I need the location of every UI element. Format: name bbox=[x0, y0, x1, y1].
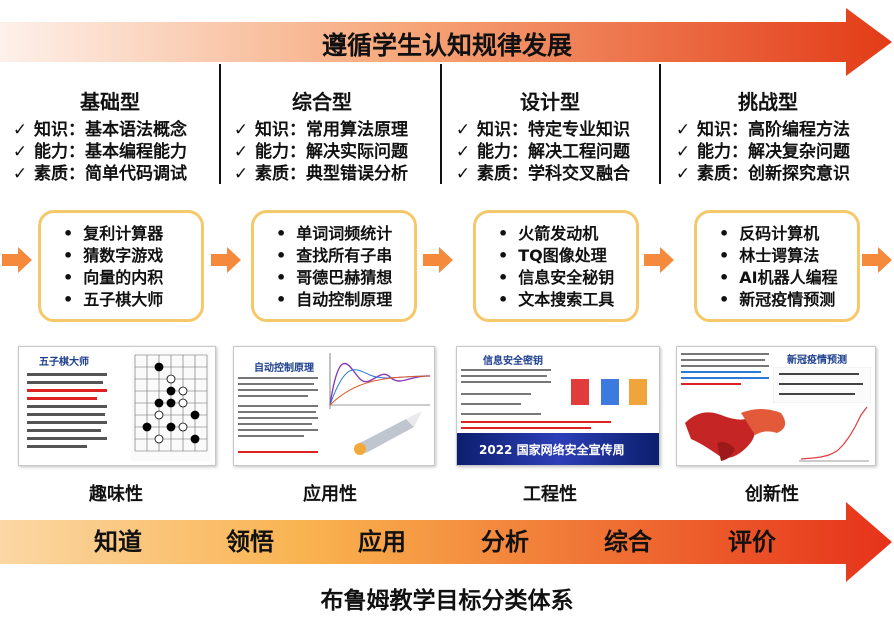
trait-label: 创新性 bbox=[745, 484, 799, 505]
example-item: 猜数字游戏 bbox=[63, 245, 197, 267]
examples-box-design: 火箭发动机 TQ图像处理 信息安全秘钥 文本搜索工具 bbox=[473, 210, 639, 322]
example-item: AI机器人编程 bbox=[719, 267, 853, 289]
formula-graphic bbox=[773, 367, 871, 403]
example-item: 火箭发动机 bbox=[498, 223, 632, 245]
thumbnail-title: 五子棋大师 bbox=[39, 357, 89, 368]
thumbnail-title: 新冠疫情预测 bbox=[787, 355, 847, 366]
check-icon: ✓ bbox=[12, 142, 28, 162]
column-divider bbox=[440, 64, 442, 184]
bloom-stage: 分析 bbox=[481, 528, 529, 556]
thumbnail-gomoku: 五子棋大师 bbox=[18, 346, 216, 466]
check-icon: ✓ bbox=[675, 164, 691, 184]
example-item: 向量的内积 bbox=[63, 267, 197, 289]
bloom-stage: 综合 bbox=[604, 528, 652, 556]
column-points-comprehensive: ✓知识：常用算法原理 ✓能力：解决实际问题 ✓素质：典型错误分析 bbox=[233, 120, 408, 184]
text-lines-graphic bbox=[238, 377, 318, 453]
banner-text: 2022 国家网络安全宣传周 bbox=[479, 443, 625, 457]
header-title: 遵循学生认知规律发展 bbox=[321, 31, 572, 60]
arrow-right-icon bbox=[423, 247, 453, 273]
check-icon: ✓ bbox=[675, 142, 691, 162]
column-points-basic: ✓知识：基本语法概念 ✓能力：基本编程能力 ✓素质：简单代码调试 bbox=[12, 120, 187, 184]
thumbnail-title: 信息安全密钥 bbox=[483, 356, 543, 367]
example-item: 复利计算器 bbox=[63, 223, 197, 245]
bottom-progress-arrow bbox=[0, 502, 892, 582]
check-icon: ✓ bbox=[233, 142, 249, 162]
check-icon: ✓ bbox=[455, 142, 471, 162]
thumbnail-title: 自动控制原理 bbox=[254, 363, 314, 374]
column-type-comprehensive: 综合型 bbox=[292, 90, 352, 114]
examples-box-challenge: 反码计算机 林士谔算法 AI机器人编程 新冠疫情预测 bbox=[694, 210, 860, 322]
arrow-right-icon bbox=[644, 247, 674, 273]
example-item: 哥德巴赫猜想 bbox=[276, 267, 410, 289]
column-type-challenge: 挑战型 bbox=[738, 90, 798, 114]
example-item: 反码计算机 bbox=[719, 223, 853, 245]
bloom-stage: 评价 bbox=[728, 528, 776, 556]
check-icon: ✓ bbox=[233, 164, 249, 184]
column-points-design: ✓知识：特定专业知识 ✓能力：解决工程问题 ✓素质：学科交叉融合 bbox=[455, 120, 630, 184]
trait-label: 趣味性 bbox=[89, 484, 143, 505]
example-item: 五子棋大师 bbox=[63, 289, 197, 311]
column-type-basic: 基础型 bbox=[80, 90, 140, 114]
text-lines-graphic bbox=[27, 373, 107, 448]
examples-box-comprehensive: 单词词频统计 查找所有子串 哥德巴赫猜想 自动控制原理 bbox=[251, 210, 417, 322]
example-item: TQ图像处理 bbox=[498, 245, 632, 267]
arrow-right-icon bbox=[862, 247, 892, 273]
check-icon: ✓ bbox=[455, 120, 471, 140]
arrow-right-icon bbox=[2, 247, 32, 273]
column-points-challenge: ✓知识：高阶编程方法 ✓能力：解决复杂问题 ✓素质：创新探究意识 bbox=[675, 120, 850, 184]
text-diagram-graphic bbox=[461, 369, 647, 429]
check-icon: ✓ bbox=[233, 120, 249, 140]
text-lines-graphic bbox=[681, 353, 769, 385]
check-icon: ✓ bbox=[12, 164, 28, 184]
world-map-chart-graphic bbox=[685, 406, 869, 462]
example-item: 文本搜索工具 bbox=[498, 289, 632, 311]
response-curve-graphic bbox=[329, 353, 431, 455]
footer-title: 布鲁姆教学目标分类体系 bbox=[320, 588, 574, 614]
security-week-banner: 2022 国家网络安全宣传周 bbox=[457, 433, 659, 465]
thumbnail-epidemic: 新冠疫情预测 bbox=[676, 346, 876, 466]
example-item: 新冠疫情预测 bbox=[719, 289, 853, 311]
examples-box-basic: 复利计算器 猜数字游戏 向量的内积 五子棋大师 bbox=[38, 210, 204, 322]
column-divider bbox=[659, 64, 661, 184]
example-item: 自动控制原理 bbox=[276, 289, 410, 311]
bloom-stage: 领悟 bbox=[226, 528, 274, 556]
check-icon: ✓ bbox=[455, 164, 471, 184]
example-item: 查找所有子串 bbox=[276, 245, 410, 267]
thumbnail-auto-control: 自动控制原理 bbox=[233, 346, 435, 466]
gomoku-board-graphic bbox=[131, 351, 211, 461]
trait-label: 工程性 bbox=[523, 484, 577, 505]
column-divider bbox=[219, 64, 221, 184]
trait-label: 应用性 bbox=[303, 484, 357, 505]
top-progress-arrow bbox=[0, 8, 892, 76]
example-item: 林士谔算法 bbox=[719, 245, 853, 267]
column-type-design: 设计型 bbox=[520, 90, 580, 114]
bloom-stage: 应用 bbox=[358, 528, 406, 556]
check-icon: ✓ bbox=[675, 120, 691, 140]
arrow-right-icon bbox=[211, 247, 241, 273]
thumbnail-security-key: 信息安全密钥 2022 国家网络安全宣传周 bbox=[456, 346, 660, 466]
example-item: 信息安全秘钥 bbox=[498, 267, 632, 289]
check-icon: ✓ bbox=[12, 120, 28, 140]
example-item: 单词词频统计 bbox=[276, 223, 410, 245]
bloom-stage: 知道 bbox=[94, 528, 142, 556]
